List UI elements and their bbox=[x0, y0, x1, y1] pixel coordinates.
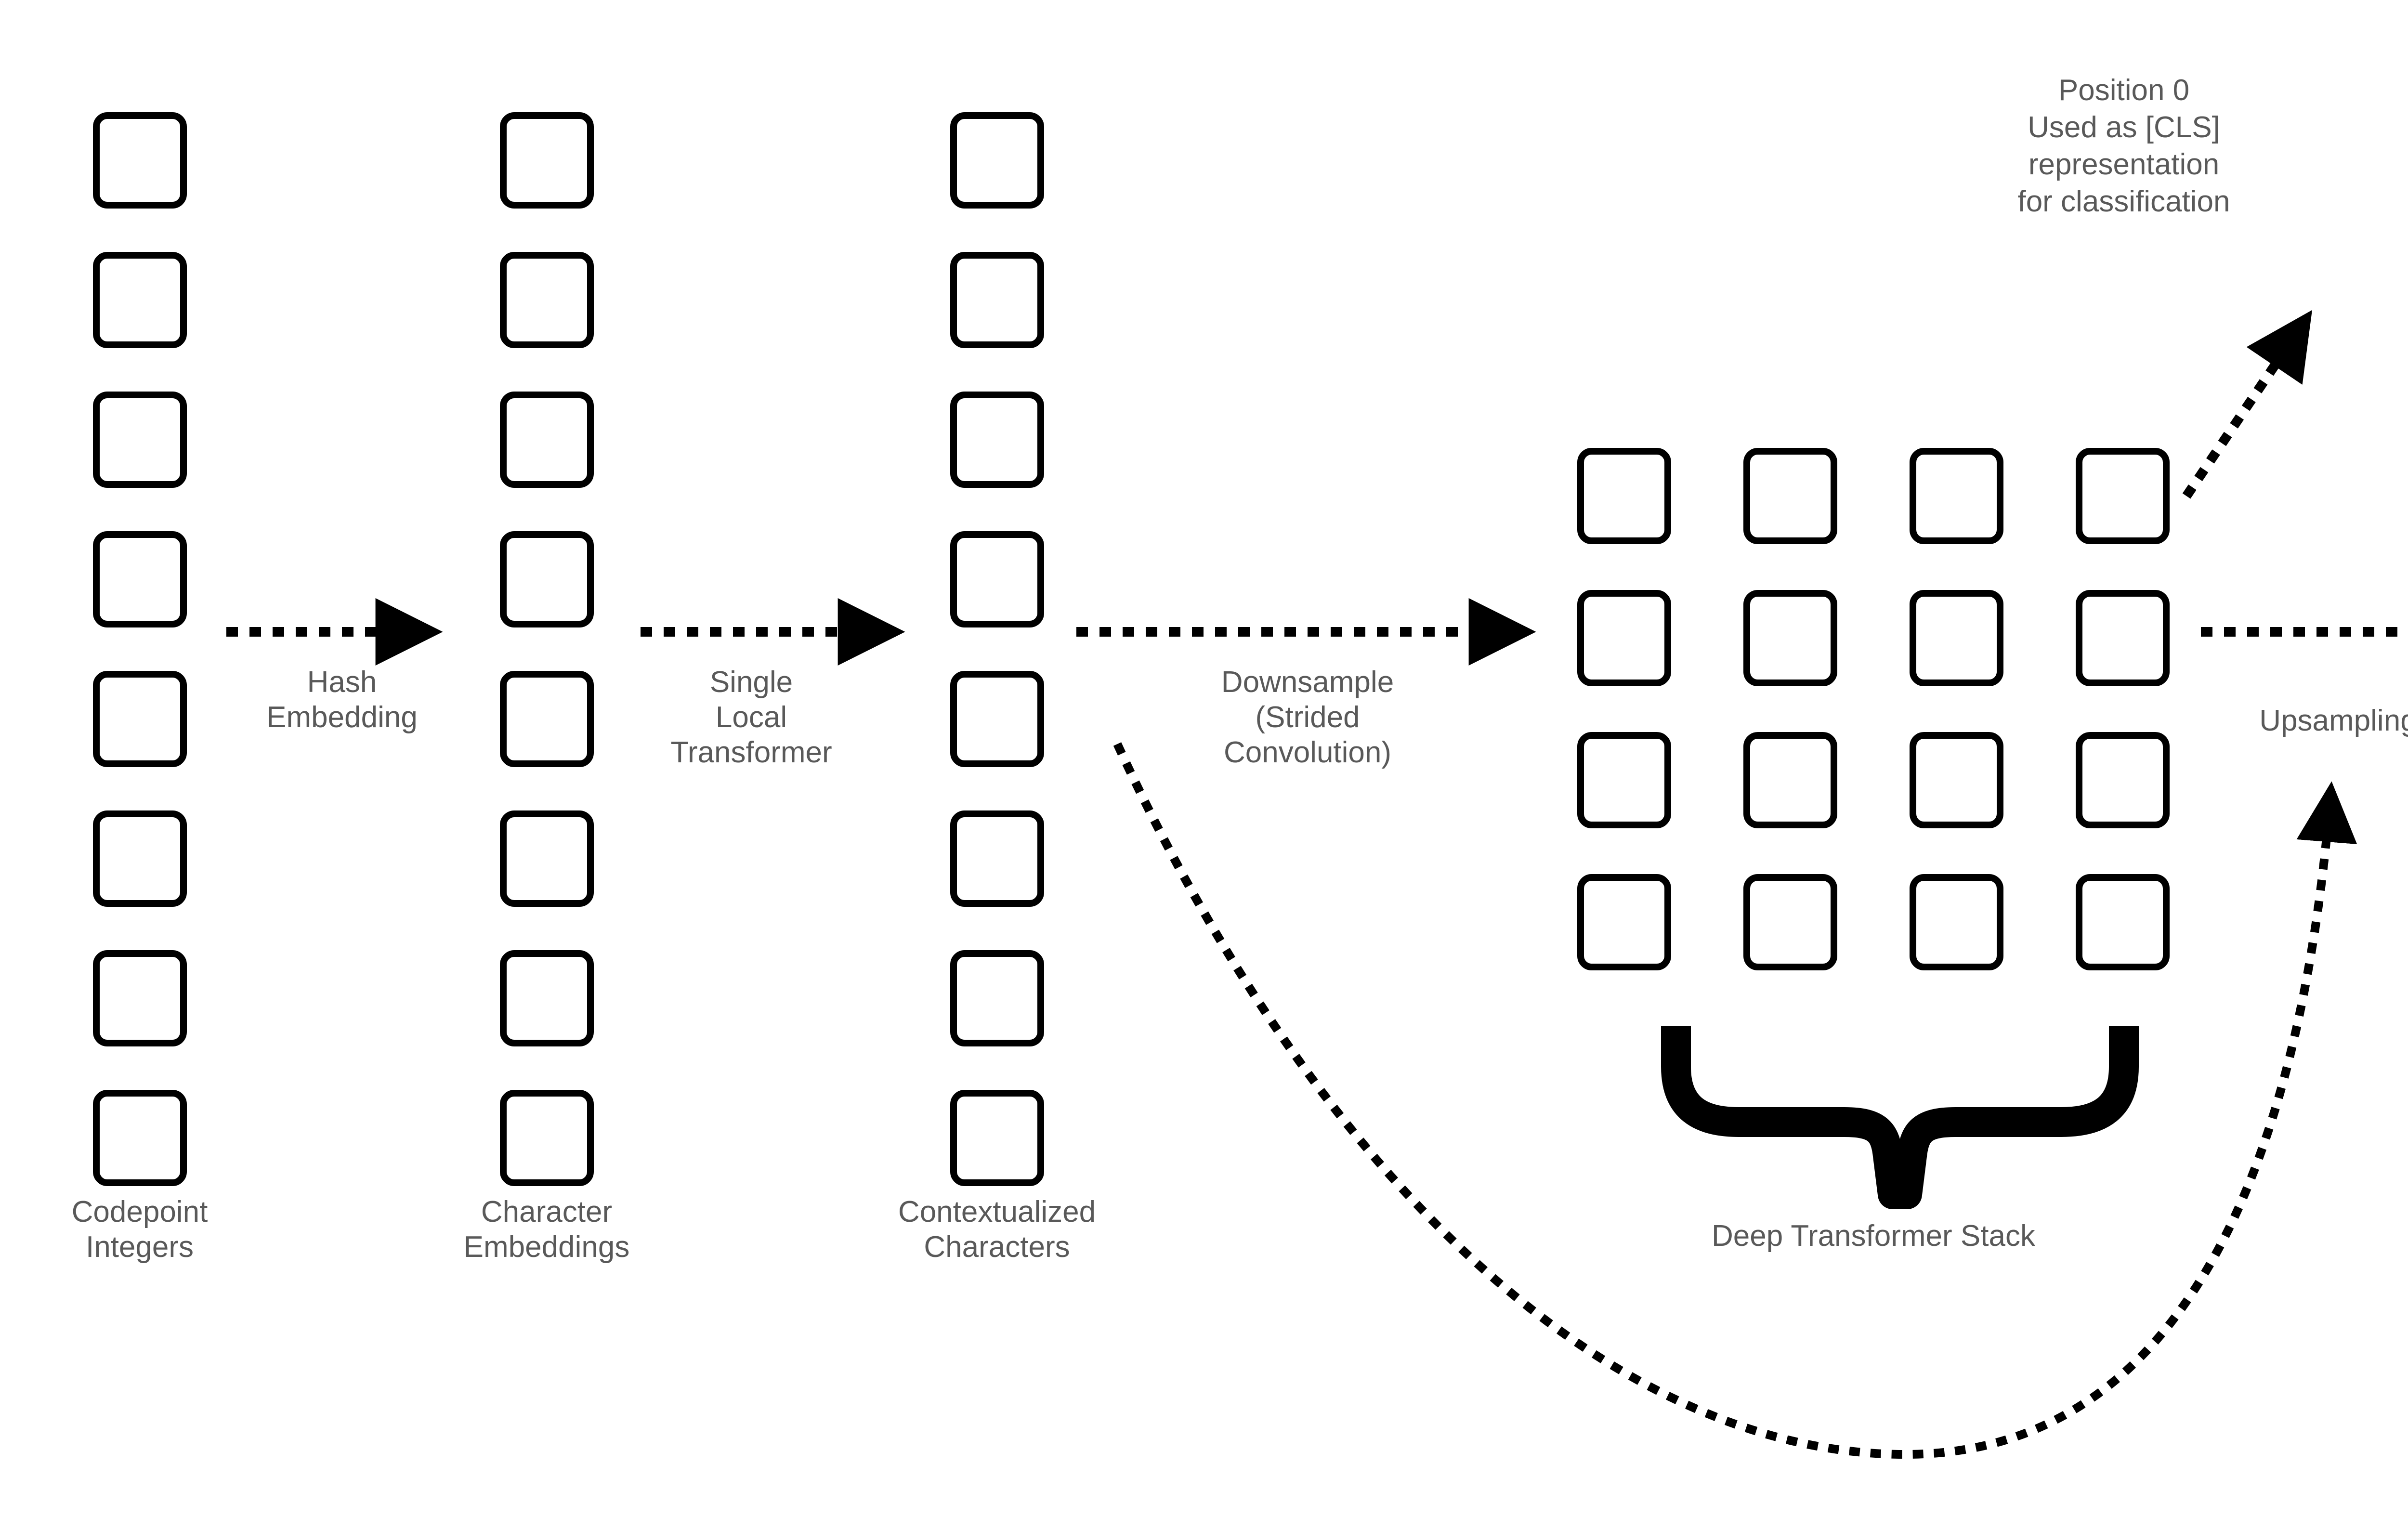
cell-contextualized-characters-5 bbox=[950, 810, 1044, 907]
cell-character-embeddings-6 bbox=[499, 950, 594, 1046]
edge-label-upsampling: Upsampling bbox=[2259, 704, 2408, 737]
cell-character-embeddings-2 bbox=[499, 392, 594, 488]
skip-connection-curve bbox=[1113, 742, 2357, 1459]
cell-deep-transformer-stack-2-2 bbox=[1910, 732, 2003, 828]
cell-deep-transformer-stack-2-1 bbox=[1743, 732, 1837, 828]
cell-deep-transformer-stack-1-2 bbox=[1910, 590, 2003, 686]
cell-deep-transformer-stack-3-2 bbox=[1910, 874, 2003, 970]
cell-character-embeddings-4 bbox=[499, 671, 594, 767]
caption-character-embeddings: Character Embeddings bbox=[463, 1195, 630, 1264]
cell-codepoint-integers-2 bbox=[92, 392, 187, 488]
cell-codepoint-integers-3 bbox=[92, 531, 187, 627]
cell-deep-transformer-stack-3-1 bbox=[1743, 874, 1837, 970]
cell-codepoint-integers-0 bbox=[92, 112, 187, 209]
cell-codepoint-integers-7 bbox=[92, 1090, 187, 1186]
cell-codepoint-integers-5 bbox=[92, 810, 187, 907]
cell-deep-transformer-stack-3-3 bbox=[2076, 874, 2170, 970]
cell-deep-transformer-stack-1-0 bbox=[1577, 590, 1671, 686]
cell-contextualized-characters-1 bbox=[950, 252, 1044, 348]
cell-deep-transformer-stack-0-2 bbox=[1910, 448, 2003, 544]
cell-contextualized-characters-0 bbox=[950, 112, 1044, 209]
edge-label-single-local-transformer: Single Local Transformer bbox=[670, 666, 832, 770]
cell-character-embeddings-3 bbox=[499, 531, 594, 627]
cell-contextualized-characters-3 bbox=[950, 531, 1044, 627]
cell-codepoint-integers-4 bbox=[92, 671, 187, 767]
edge-label-downsample: Downsample (Strided Convolution) bbox=[1221, 666, 1394, 770]
caption-contextualized-characters: Contextualized Characters bbox=[898, 1195, 1096, 1264]
arrow-cls-callout bbox=[2182, 310, 2312, 499]
cell-contextualized-characters-4 bbox=[950, 671, 1044, 767]
caption-codepoint-integers: Codepoint Integers bbox=[71, 1195, 208, 1264]
cell-codepoint-integers-1 bbox=[92, 252, 187, 348]
cell-deep-transformer-stack-2-3 bbox=[2076, 732, 2170, 828]
cell-codepoint-integers-6 bbox=[92, 950, 187, 1046]
caption-concatenated-representations: Concatenated Representations bbox=[2350, 1218, 2408, 1289]
cell-deep-transformer-stack-1-1 bbox=[1743, 590, 1837, 686]
cell-character-embeddings-5 bbox=[499, 810, 594, 907]
cell-deep-transformer-stack-2-0 bbox=[1577, 732, 1671, 828]
cell-contextualized-characters-6 bbox=[950, 950, 1044, 1046]
cell-character-embeddings-7 bbox=[499, 1090, 594, 1186]
cell-contextualized-characters-2 bbox=[950, 392, 1044, 488]
cell-deep-transformer-stack-0-1 bbox=[1743, 448, 1837, 544]
cell-contextualized-characters-7 bbox=[950, 1090, 1044, 1186]
cell-character-embeddings-0 bbox=[499, 112, 594, 209]
deep-transformer-stack-brace bbox=[1661, 1026, 2139, 1209]
cell-deep-transformer-stack-3-0 bbox=[1577, 874, 1671, 970]
cell-deep-transformer-stack-0-0 bbox=[1577, 448, 1671, 544]
annotation-cls-position: Position 0 Used as [CLS] representation … bbox=[2017, 74, 2230, 218]
edge-label-hash-embedding: Hash Embedding bbox=[266, 666, 418, 734]
cell-deep-transformer-stack-0-3 bbox=[2076, 448, 2170, 544]
cell-character-embeddings-1 bbox=[499, 252, 594, 348]
caption-deep-transformer-stack: Deep Transformer Stack bbox=[1712, 1219, 2035, 1253]
cell-deep-transformer-stack-1-3 bbox=[2076, 590, 2170, 686]
